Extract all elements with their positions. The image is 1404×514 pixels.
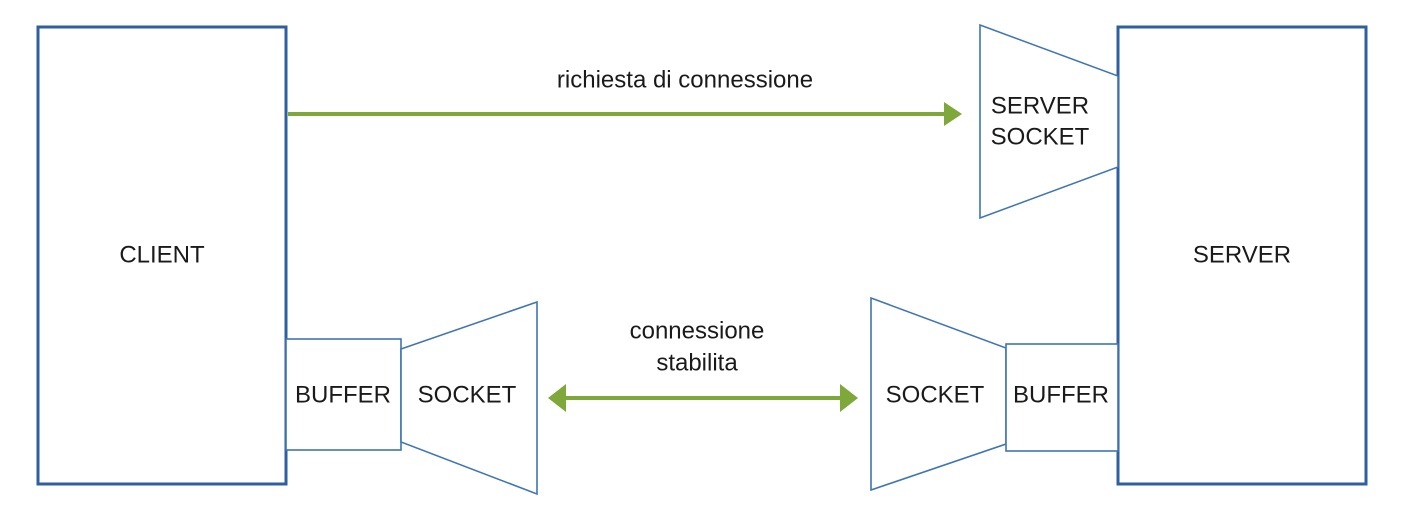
connection-arrow-head-right — [840, 384, 858, 412]
server-socket-node: SERVER SOCKET — [979, 23, 1119, 220]
connection-arrow-head-left — [548, 384, 566, 412]
server-box — [1116, 25, 1368, 486]
server-socket-label-line2: SOCKET — [991, 123, 1090, 150]
server-node: SERVER — [1116, 25, 1368, 486]
request-arrow-label: richiesta di connessione — [557, 66, 813, 93]
client-socket-shape — [400, 300, 538, 496]
server-buffer-box — [1005, 343, 1119, 452]
server-buffer-label: BUFFER — [1013, 381, 1109, 408]
server-label: SERVER — [1193, 241, 1291, 268]
client-socket-label: SOCKET — [418, 381, 517, 408]
client-node: CLIENT — [36, 25, 288, 486]
client-box — [36, 25, 288, 486]
request-arrow-head — [944, 102, 962, 126]
client-buffer-label: BUFFER — [295, 381, 391, 408]
server-socket-label-line1: SERVER — [991, 92, 1089, 119]
request-arrow: richiesta di connessione — [288, 66, 962, 126]
client-buffer-node: BUFFER — [285, 338, 402, 451]
client-socket-node: SOCKET — [400, 300, 538, 496]
connection-arrow-label-line2: stabilita — [656, 349, 738, 376]
server-socket-shape — [979, 23, 1119, 220]
server-conn-socket-node: SOCKET — [870, 296, 1007, 492]
client-buffer-box — [285, 338, 402, 451]
connection-arrow-label-line1: connessione — [630, 317, 765, 344]
connection-arrow: connessione stabilita — [548, 317, 858, 412]
server-buffer-node: BUFFER — [1005, 343, 1119, 452]
server-conn-socket-label: SOCKET — [886, 381, 985, 408]
client-label: CLIENT — [119, 241, 205, 268]
